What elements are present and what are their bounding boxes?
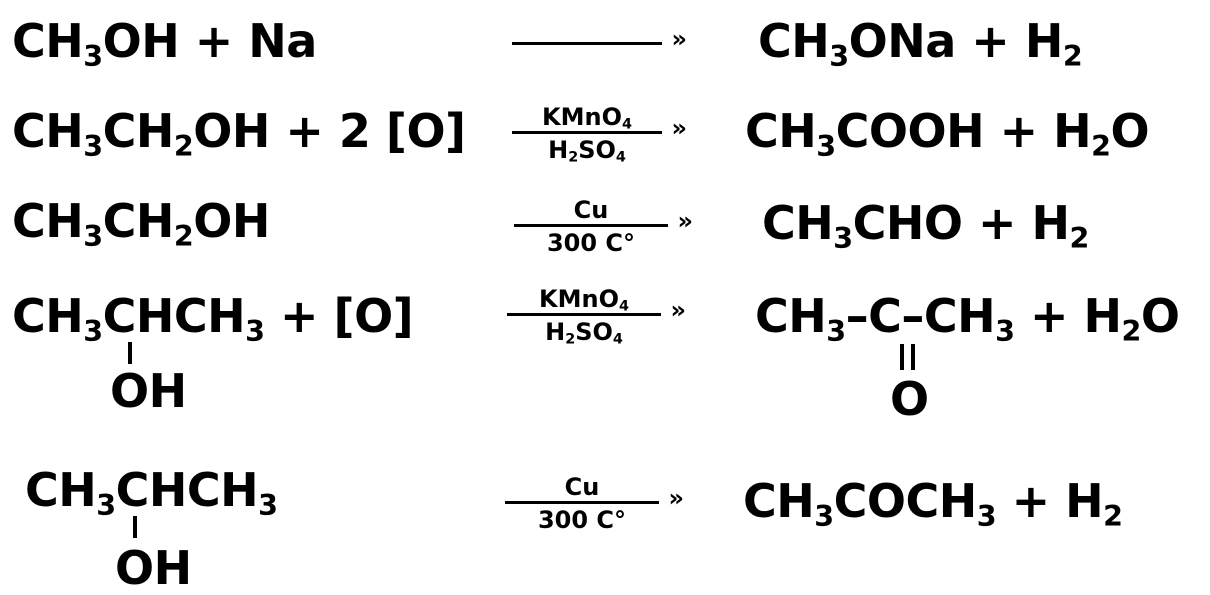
- temperature-label: 300 C°: [546, 229, 636, 257]
- catalyst-label: H2SO4: [548, 136, 626, 166]
- reagent-label: KMnO4: [539, 285, 629, 315]
- reactants: CH3CH2OH + 2 [O]: [12, 104, 466, 164]
- reaction-arrow: KMnO4 » H2SO4: [512, 103, 687, 166]
- temperature-label: 300 C°: [537, 506, 627, 534]
- reaction-arrow: Cu » 300 C°: [505, 473, 684, 534]
- arrow-head-icon: »: [668, 484, 683, 512]
- products: CH3ONa + H2: [758, 14, 1083, 74]
- single-bond-line: [128, 342, 132, 364]
- arrow-head-icon: »: [670, 296, 685, 324]
- double-bond-line: [900, 344, 915, 370]
- single-bond-line: [133, 516, 137, 538]
- reactants: CH3CHCH3 + [O]: [12, 289, 414, 349]
- products: CH3CHO + H2: [762, 196, 1089, 256]
- catalyst-label: Cu: [573, 196, 609, 224]
- reaction-arrow: »: [512, 14, 687, 74]
- catalyst-label: Cu: [564, 473, 600, 501]
- arrow-head-icon: »: [671, 114, 686, 142]
- reagent-label: KMnO4: [542, 103, 632, 133]
- reactant-branch-group: OH: [115, 541, 192, 595]
- reaction-arrow: Cu » 300 C°: [514, 196, 693, 257]
- reactant-branch-group: OH: [110, 364, 187, 418]
- arrow-line: [514, 224, 668, 227]
- reactants: CH3OH + Na: [12, 14, 317, 74]
- products: CH3COCH3 + H2: [743, 474, 1123, 534]
- arrow-head-icon: »: [677, 207, 692, 235]
- reactants: CH3CHCH3: [25, 463, 278, 523]
- arrow-line: [505, 501, 659, 504]
- reactants: CH3CH2OH: [12, 194, 270, 254]
- arrow-head-icon: »: [671, 25, 686, 53]
- products: CH3–C–CH3 + H2O: [755, 289, 1180, 349]
- products: CH3COOH + H2O: [745, 104, 1150, 164]
- arrow-line: [512, 42, 662, 45]
- arrow-line: [512, 131, 662, 134]
- product-branch-group: O: [890, 372, 929, 426]
- arrow-line: [507, 313, 661, 316]
- catalyst-label: H2SO4: [545, 318, 623, 348]
- reaction-arrow: KMnO4 » H2SO4: [507, 285, 686, 348]
